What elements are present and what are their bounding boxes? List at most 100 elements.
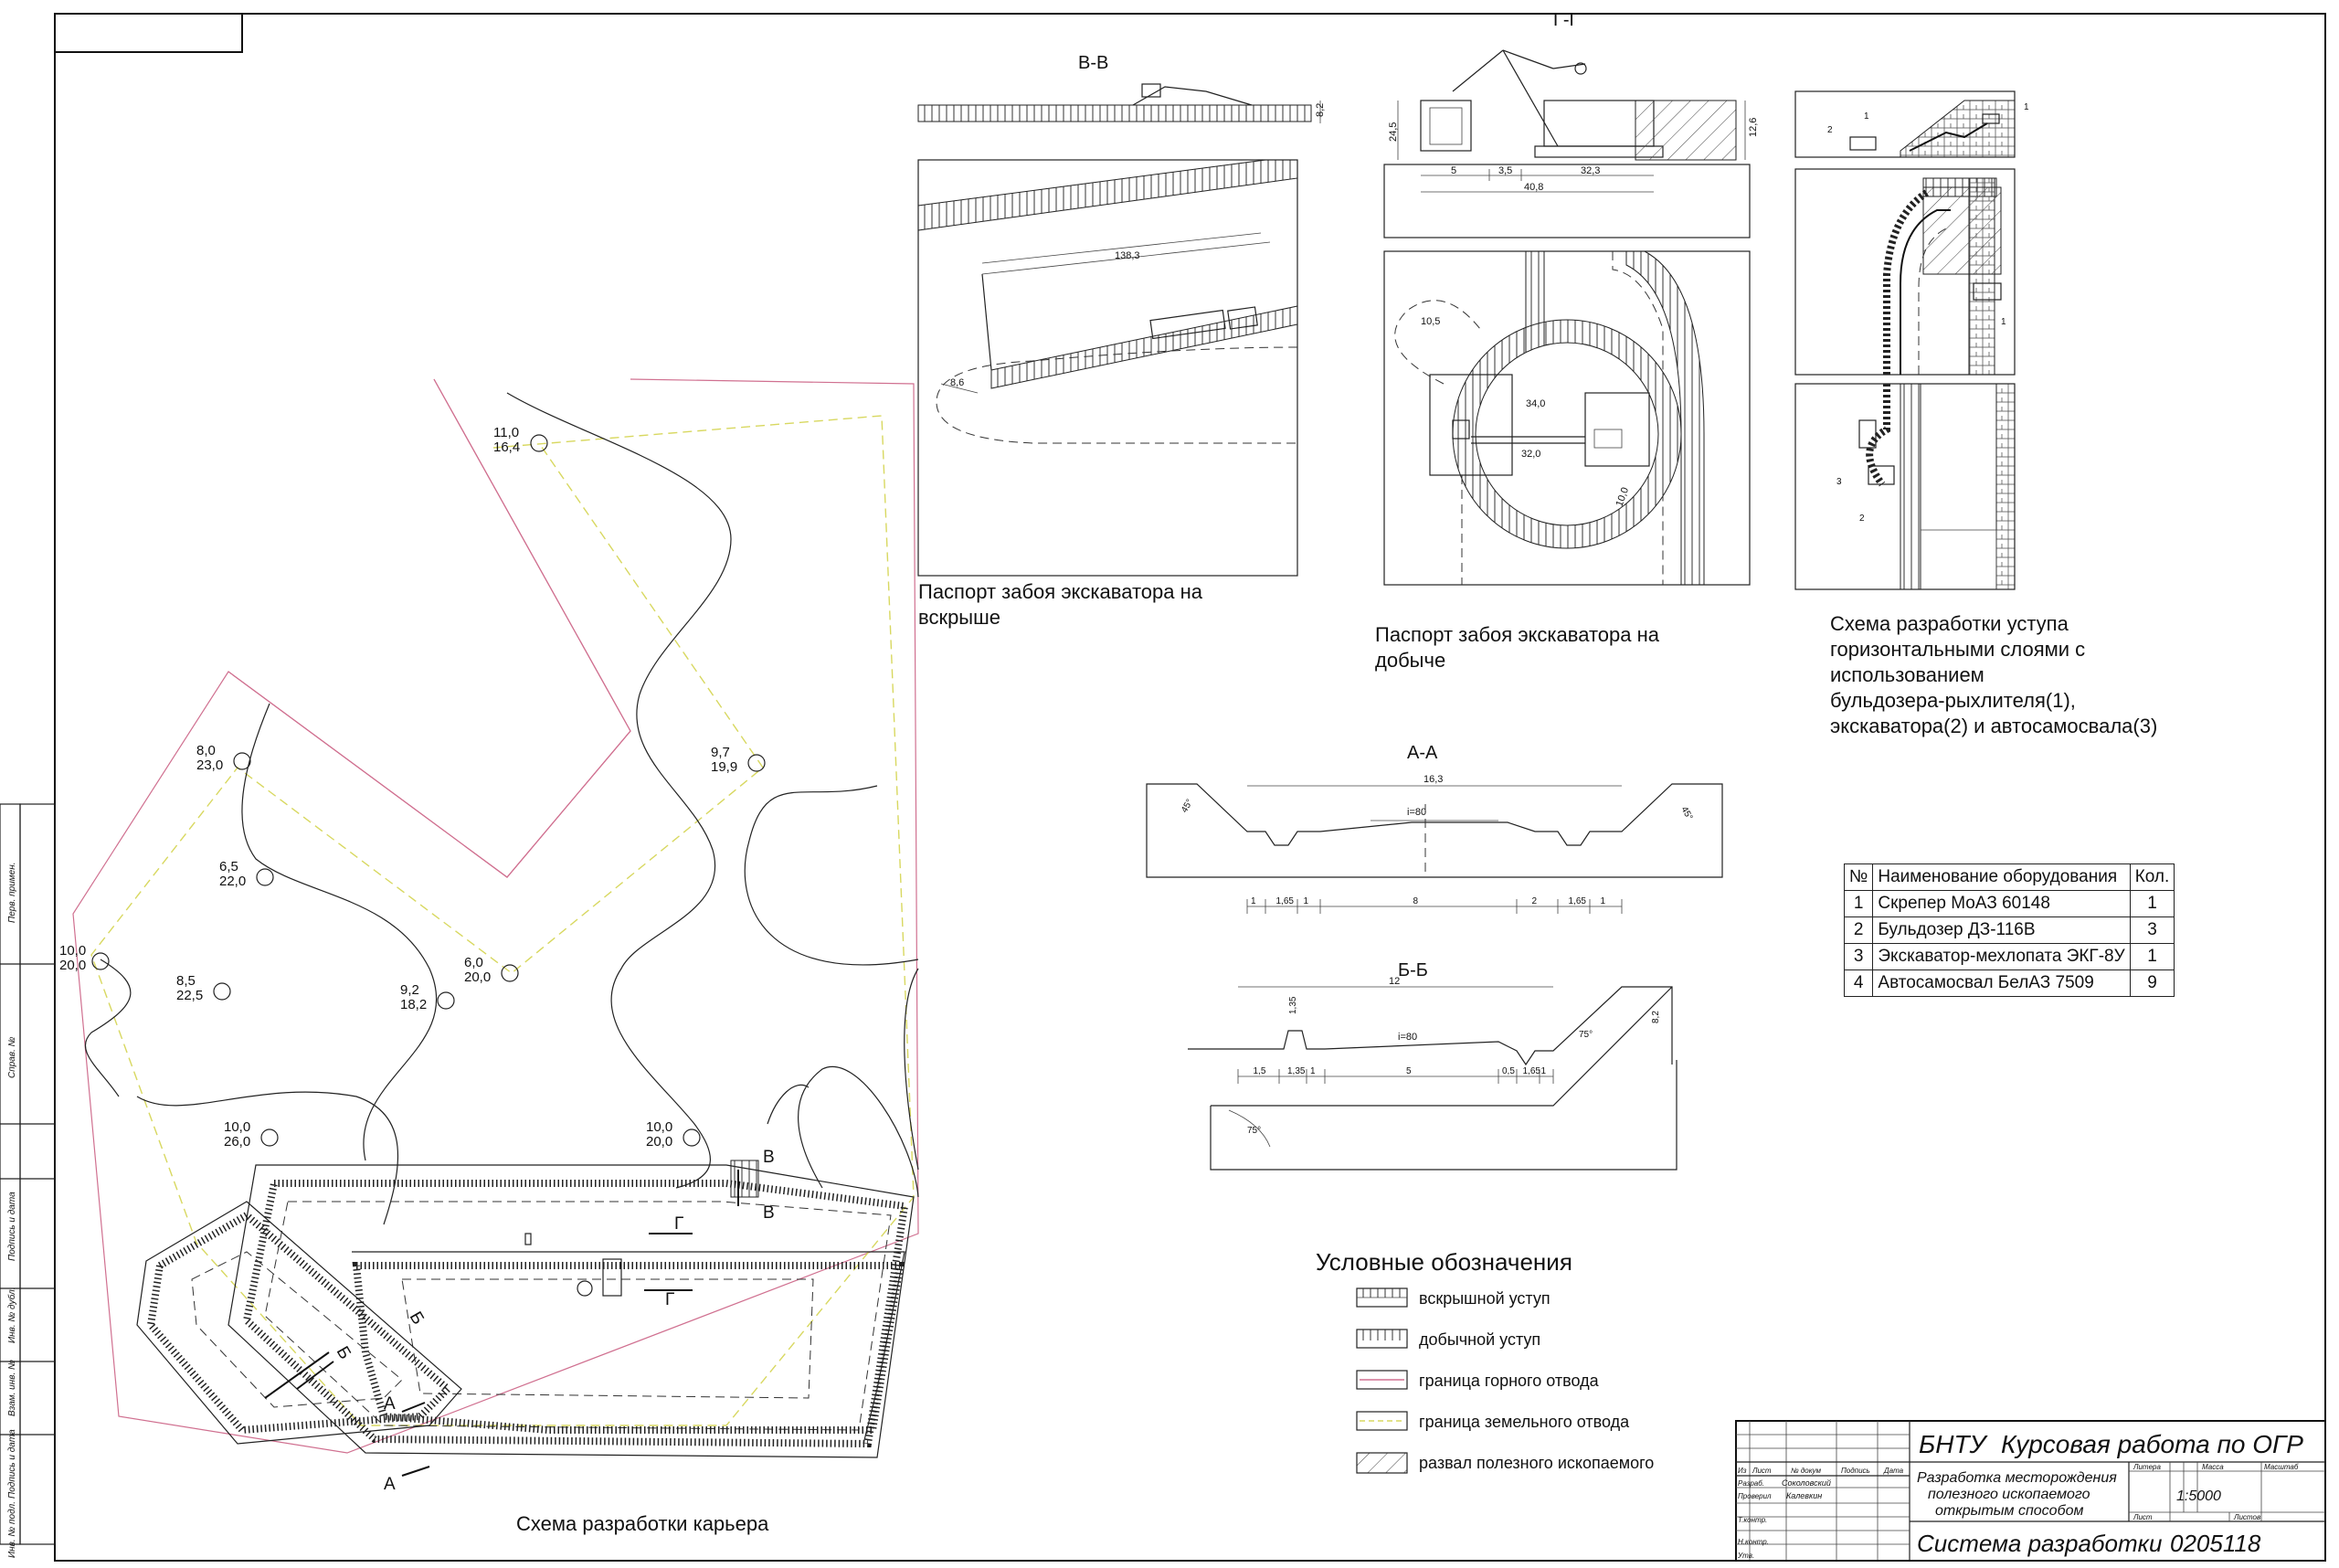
borehole-marker: 9,218,2 bbox=[400, 982, 455, 1012]
bench-label-2a: 1 bbox=[1864, 111, 1869, 122]
title-code: 0205118 bbox=[2170, 1530, 2261, 1557]
equipment-name: Скрепер МоАЗ 60148 bbox=[1872, 890, 2131, 917]
dimension-label: 0,5 bbox=[1502, 1066, 1515, 1076]
plan-r1-dim: 10,5 bbox=[1421, 316, 1440, 327]
dimension-label: 1,65 bbox=[1523, 1066, 1541, 1076]
name-1: Соколовский bbox=[1782, 1478, 1831, 1488]
role-4: Н.контр. bbox=[1738, 1538, 1769, 1546]
hdr-iz: Из bbox=[1738, 1467, 1747, 1475]
dimension-label: 8 bbox=[1413, 896, 1419, 906]
dimension-label: 2 bbox=[1532, 896, 1538, 906]
gg-w2-dim: 3,5 bbox=[1498, 165, 1512, 176]
caption-mining-face-1: Паспорт забоя экскаватора на bbox=[1375, 623, 1660, 646]
col-mass: Масса bbox=[2202, 1463, 2224, 1471]
side-stamp-label-1: Перв. примен. bbox=[7, 863, 17, 923]
legend-swatch-land-boundary bbox=[1356, 1411, 1408, 1431]
mark-b-top: Б bbox=[406, 1308, 428, 1328]
bench-label-2b: 2 bbox=[1859, 514, 1865, 524]
caption-bench-5: экскаватора(2) и автосамосвала(3) bbox=[1830, 715, 2157, 737]
caption-mining-face-2: добыче bbox=[1375, 649, 1445, 672]
legend-swatch-mining-boundary bbox=[1356, 1370, 1408, 1390]
view-gg: Г-Г 24,5 12,6 5 3,5 32,3 40,8 bbox=[1375, 10, 1759, 672]
mark-b-bottom: Б bbox=[333, 1343, 355, 1362]
borehole-bottom-value: 23,0 bbox=[196, 758, 223, 773]
equipment-qty: 3 bbox=[2129, 916, 2175, 944]
bb-angle-right: 75° bbox=[1579, 1030, 1593, 1040]
aa-slope-label: i=80 bbox=[1407, 807, 1426, 818]
borehole-top-value: 8,0 bbox=[196, 743, 216, 758]
borehole-top-value: 6,5 bbox=[219, 859, 238, 874]
equipment-header-name: Наименование оборудования bbox=[1872, 863, 2131, 891]
table-row: 2 Бульдозер ДЗ-116В 3 bbox=[1843, 916, 2175, 944]
equipment-qty: 1 bbox=[2129, 890, 2175, 917]
mark-g-bottom: Г bbox=[665, 1290, 674, 1309]
borehole-circle bbox=[437, 991, 455, 1010]
borehole-circle bbox=[683, 1128, 701, 1147]
borehole-top-value: 10,0 bbox=[59, 943, 86, 959]
equipment-header-qty: Кол. bbox=[2129, 863, 2175, 891]
mark-a-top: А bbox=[384, 1394, 396, 1414]
legend: Условные обозначения вскрышной уступ доб… bbox=[1316, 1248, 1654, 1474]
borehole-bottom-value: 22,0 bbox=[219, 874, 246, 889]
dimension-label: 1,65 bbox=[1569, 896, 1587, 906]
dimension-label: 5 bbox=[1406, 1066, 1412, 1076]
legend-title: Условные обозначения bbox=[1316, 1248, 1572, 1276]
borehole-bottom-value: 20,0 bbox=[646, 1134, 672, 1150]
dimension-label: 1,65 bbox=[1276, 896, 1295, 906]
equipment-name: Экскаватор-мехлопата ЭКГ-8У bbox=[1872, 943, 2131, 970]
equipment-num: 1 bbox=[1843, 890, 1874, 917]
legend-swatch-ore-pile bbox=[1356, 1452, 1408, 1474]
borehole-marker: 6,522,0 bbox=[219, 859, 274, 889]
dimension-label: 1 bbox=[1251, 896, 1256, 906]
hdr-list: Лист bbox=[1752, 1467, 1772, 1475]
caption-bench-4: бульдозера-рыхлителя(1), bbox=[1830, 689, 2076, 712]
section-aa-label: А-А bbox=[1407, 743, 1438, 763]
col-litera: Литера bbox=[2133, 1463, 2161, 1471]
bb-h1-dim: 1,35 bbox=[1288, 996, 1298, 1014]
quarry-plan bbox=[72, 378, 919, 1458]
gg-total-dim: 40,8 bbox=[1524, 182, 1543, 193]
section-marks: В В Г Г Б Б А А bbox=[333, 1148, 775, 1494]
title-subject-1: Разработка месторождения bbox=[1917, 1470, 2117, 1486]
borehole-marker: 11,016,4 bbox=[493, 425, 548, 455]
borehole-top-value: 9,7 bbox=[711, 745, 730, 760]
title-subject-3: открытым способом bbox=[1935, 1503, 2083, 1519]
equipment-header-num: № bbox=[1843, 863, 1874, 891]
gg-w3-dim: 32,3 bbox=[1581, 165, 1600, 176]
bb-slope-label: i=80 bbox=[1398, 1032, 1417, 1043]
side-stamp-label-5: Взам. инв. № bbox=[7, 1360, 17, 1416]
bench-label-3a: 2 bbox=[1827, 125, 1833, 135]
dimension-label: 1 bbox=[1304, 896, 1309, 906]
dimension-label: 1 bbox=[1541, 1066, 1547, 1076]
col-scale: Масштаб bbox=[2264, 1463, 2299, 1471]
bench-scheme: 2 1 1 1 3 2 Схема разработки уступа гори… bbox=[1794, 90, 2157, 737]
aa-angle-right: 45° bbox=[1678, 805, 1694, 822]
borehole-marker: 10,020,0 bbox=[59, 943, 110, 973]
borehole-top-value: 6,0 bbox=[464, 955, 483, 970]
bench-label-3b: 3 bbox=[1836, 477, 1842, 487]
borehole-marker: 6,020,0 bbox=[464, 955, 519, 985]
mark-a-bottom: А bbox=[384, 1475, 396, 1494]
side-stamp-label-2: Справ. № bbox=[7, 1036, 17, 1078]
title-subject-2: полезного ископаемого bbox=[1928, 1487, 2090, 1502]
equipment-name: Бульдозер ДЗ-116В bbox=[1872, 916, 2131, 944]
borehole-bottom-value: 16,4 bbox=[493, 440, 520, 455]
caption-bench-1: Схема разработки уступа bbox=[1830, 612, 2069, 635]
borehole-bottom-value: 20,0 bbox=[59, 958, 86, 973]
borehole-top-value: 10,0 bbox=[224, 1119, 250, 1135]
borehole-bottom-value: 20,0 bbox=[464, 969, 491, 985]
legend-item-1: вскрышной уступ bbox=[1419, 1289, 1551, 1308]
borehole-top-value: 9,2 bbox=[400, 982, 419, 998]
legend-item-2: добычной уступ bbox=[1419, 1330, 1540, 1349]
legend-item-4: граница земельного отвода bbox=[1419, 1413, 1630, 1431]
hdr-date: Дата bbox=[1883, 1467, 1904, 1475]
table-row: 1 Скрепер МоАЗ 60148 1 bbox=[1843, 890, 2175, 917]
dimension-label: 1 bbox=[1601, 896, 1606, 906]
borehole-marker: 10,026,0 bbox=[224, 1119, 279, 1150]
mark-v-top: В bbox=[763, 1148, 775, 1167]
mark-v-bottom: В bbox=[763, 1203, 775, 1223]
side-stamp-label-7: Инв. № подл. bbox=[7, 1501, 17, 1558]
table-row: 4 Автосамосвал БелАЗ 7509 9 bbox=[1843, 969, 2175, 997]
bb-h2-dim: 8,2 bbox=[1651, 1011, 1661, 1023]
